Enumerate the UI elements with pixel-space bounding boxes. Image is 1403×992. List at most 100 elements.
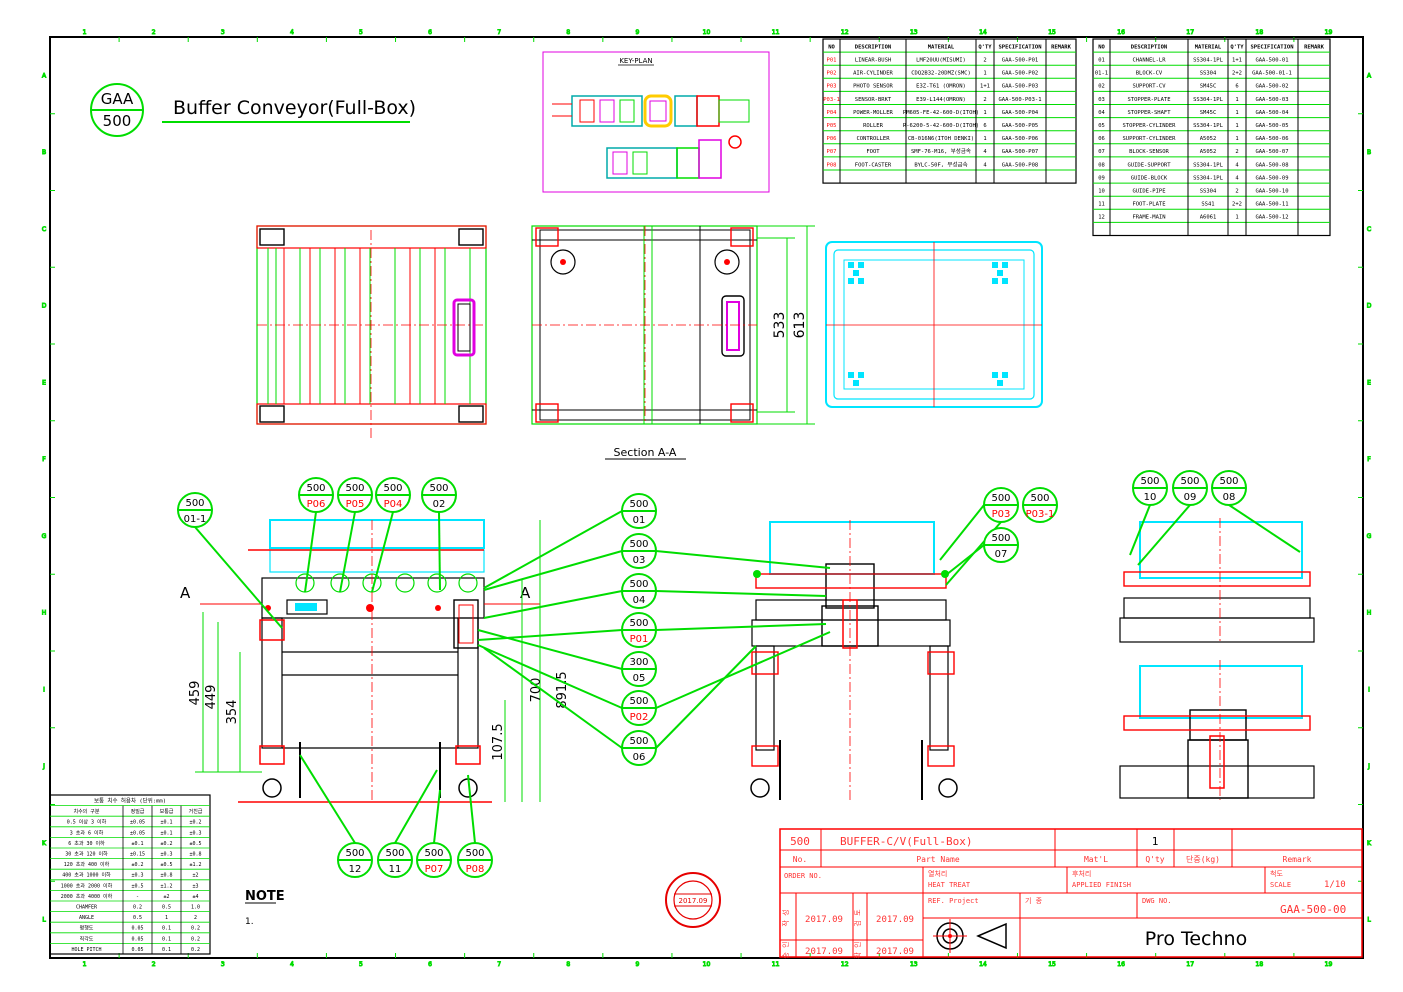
leader-line bbox=[371, 511, 394, 593]
bom-cell: 2 bbox=[1235, 189, 1238, 195]
bom-cell: SM45C bbox=[1200, 84, 1217, 90]
leader-line bbox=[655, 631, 831, 709]
tb-role-2: 검 토 bbox=[854, 909, 862, 927]
tb-gi-jong: 기 종 bbox=[1025, 896, 1043, 905]
leader-line bbox=[438, 511, 441, 591]
svg-text:500: 500 bbox=[991, 533, 1010, 544]
svg-text:500: 500 bbox=[629, 579, 648, 590]
tolerance-cell: ±0.1 bbox=[160, 830, 172, 836]
border-col-label: 6 bbox=[428, 961, 432, 968]
svg-text:P05: P05 bbox=[346, 499, 365, 510]
leader-lines bbox=[194, 504, 1301, 844]
bom-cell: GAA-500-05 bbox=[1255, 123, 1288, 129]
bom-cell: 04 bbox=[1098, 110, 1105, 116]
svg-text:500: 500 bbox=[385, 848, 404, 859]
leader-line bbox=[483, 510, 623, 589]
leader-line bbox=[655, 590, 827, 597]
bom-cell: GAA-500-04 bbox=[1255, 110, 1289, 116]
bom-cell: POWER-MOLLER bbox=[853, 110, 893, 116]
note-item-1: 1. bbox=[245, 917, 254, 927]
leader-line bbox=[299, 754, 356, 844]
tb-dwg-no-label: DWG NO. bbox=[1142, 897, 1172, 905]
tolerance-cell: 0.05 bbox=[131, 936, 143, 942]
tolerance-cell: 정밀급 bbox=[131, 808, 145, 815]
border-col-label: 18 bbox=[1256, 29, 1264, 36]
tb-scale: 1/10 bbox=[1324, 880, 1346, 890]
bom-cell: 09 bbox=[1098, 175, 1105, 181]
detail-view-upper bbox=[1119, 518, 1315, 644]
badge-bottom: 500 bbox=[103, 112, 132, 130]
border-col-label: 9 bbox=[635, 961, 639, 968]
bom-cell: CONTROLLER bbox=[856, 136, 890, 142]
bom-cell: BYLC-50F, 부성금속 bbox=[914, 160, 967, 168]
tolerance-cell: ±0.1 bbox=[160, 820, 172, 826]
bom-cell: GUIDE-SUPPORT bbox=[1127, 162, 1171, 168]
bom-cell: P08 bbox=[827, 162, 837, 168]
bom-cell: 01-1 bbox=[1095, 71, 1108, 77]
bom-cell: 4 bbox=[983, 149, 987, 155]
tolerance-cell: ±2 bbox=[192, 873, 198, 879]
leader-line bbox=[433, 789, 441, 844]
tolerance-cell: ±0.2 bbox=[131, 862, 143, 868]
bom-cell: 1+1 bbox=[1232, 58, 1242, 64]
tb-heat-treat: HEAT TREAT bbox=[928, 881, 971, 889]
tb-finish: APPLIED FINISH bbox=[1072, 881, 1131, 889]
box-top-view bbox=[825, 241, 1043, 408]
leader-line bbox=[483, 647, 623, 749]
bom-cell: 1 bbox=[1235, 136, 1238, 142]
bom-cell: SS41 bbox=[1201, 202, 1214, 208]
border-row-label: H bbox=[42, 610, 47, 617]
tolerance-cell: 직각도 bbox=[80, 935, 94, 942]
leader-line bbox=[194, 526, 283, 629]
border-row-label: J bbox=[42, 763, 45, 770]
tolerance-cell: ±0.15 bbox=[130, 852, 145, 858]
tb-finish-kr: 후처리 bbox=[1072, 869, 1091, 878]
bom-cell: GAA-500-08 bbox=[1255, 162, 1288, 168]
dim-613: 613 bbox=[792, 312, 808, 339]
border-row-label: E bbox=[1367, 379, 1371, 386]
leader-line bbox=[655, 623, 827, 631]
svg-text:500: 500 bbox=[629, 696, 648, 707]
bom-cell: LINEAR-BUSH bbox=[855, 58, 891, 64]
bom-cell: P01 bbox=[827, 58, 837, 64]
bom-cell: GAA-500-01 bbox=[1255, 58, 1288, 64]
tolerance-cell: ±0.5 bbox=[131, 883, 143, 889]
leader-line bbox=[945, 544, 985, 576]
tolerance-cell: 2 bbox=[194, 915, 197, 921]
border-col-label: 14 bbox=[979, 29, 987, 36]
tb-col-remark: Remark bbox=[1283, 855, 1312, 864]
tolerance-cell: 거친급 bbox=[189, 808, 203, 815]
tolerance-cell: ±0.5 bbox=[189, 841, 201, 847]
bom-header-cell: NO bbox=[828, 44, 835, 50]
border-col-label: 13 bbox=[910, 961, 918, 968]
tolerance-cell: ±0.2 bbox=[160, 841, 172, 847]
company-name: Pro Techno bbox=[1145, 928, 1247, 950]
leader-line bbox=[1228, 504, 1301, 553]
tolerance-cell: ANGLE bbox=[79, 915, 94, 921]
bom-cell: LMF20UU(MISUMI) bbox=[916, 58, 966, 64]
bom-cell: 2 bbox=[983, 97, 986, 103]
bom-cell: P03 bbox=[827, 84, 837, 90]
tb-role-1: 작 성 bbox=[781, 909, 790, 926]
bom-cell: CDQ2B32-20DMZ(SMC) bbox=[911, 71, 971, 77]
tb-part-no: 500 bbox=[790, 835, 810, 848]
tolerance-cell: 평행도 bbox=[80, 925, 94, 932]
border-col-label: 2 bbox=[152, 961, 156, 968]
dim-107-5: 107.5 bbox=[491, 723, 506, 760]
border-col-label: 3 bbox=[221, 29, 225, 36]
svg-text:P08: P08 bbox=[466, 864, 485, 875]
border-row-label: I bbox=[43, 686, 45, 693]
tb-date-4: 2017.09 bbox=[876, 947, 914, 957]
tb-ref-project: REF. Project bbox=[928, 897, 979, 905]
tolerance-cell: ±0.05 bbox=[130, 830, 145, 836]
svg-text:500: 500 bbox=[1030, 493, 1049, 504]
